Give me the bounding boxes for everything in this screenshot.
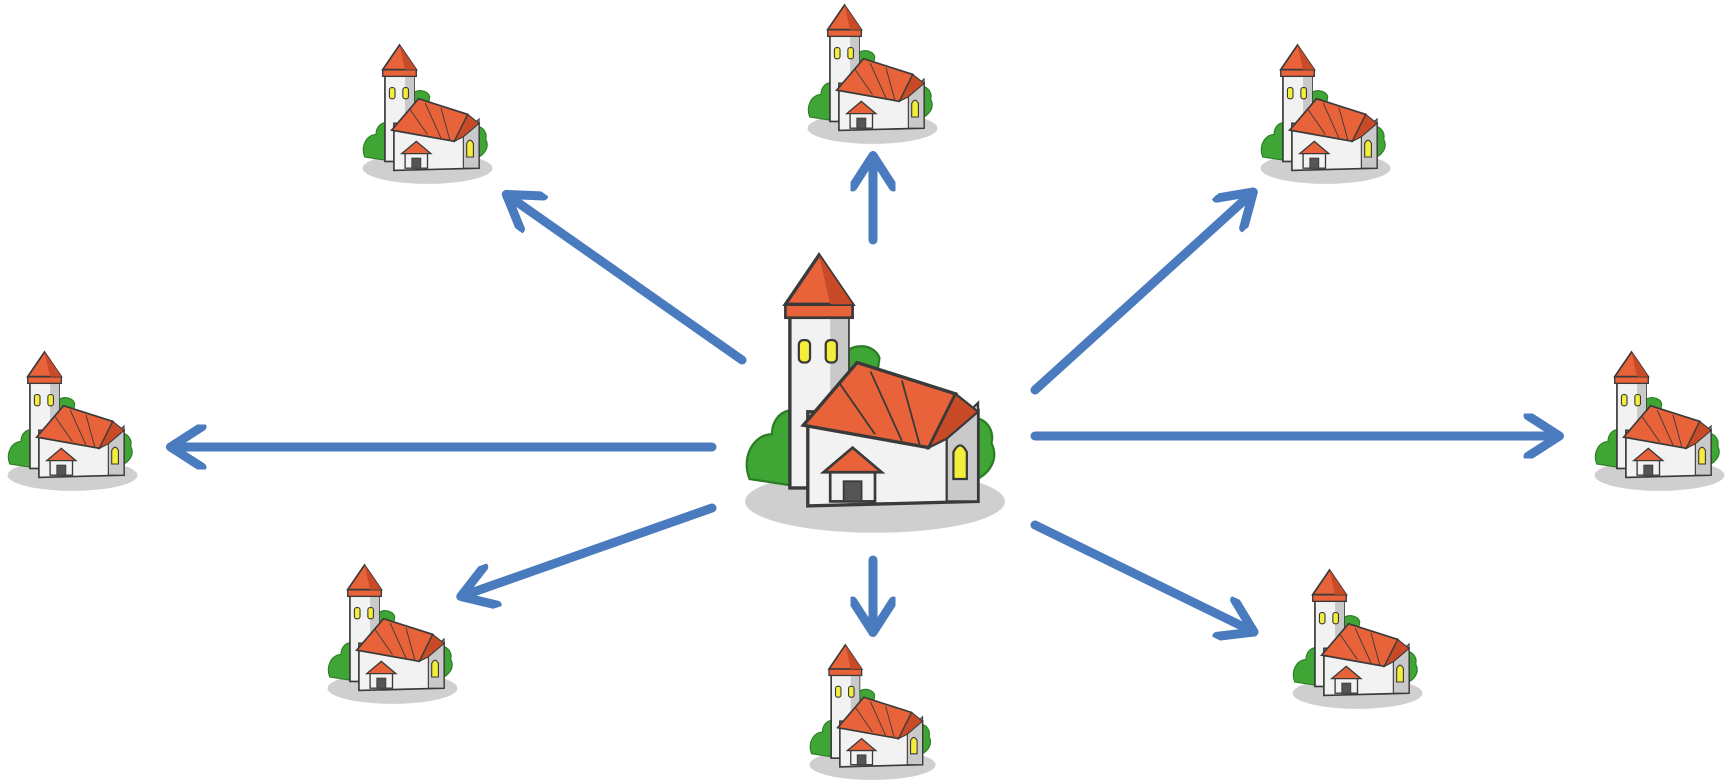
satellite-church-top-right: [1258, 43, 1393, 185]
satellite-church-bottom-left: [325, 563, 460, 705]
church-icon: [809, 643, 936, 780]
church-icon: [1292, 568, 1423, 709]
satellite-church-bottom-right: [1290, 568, 1425, 710]
church-icon: [362, 43, 493, 184]
church-icon: [7, 350, 138, 491]
arrow-to-bottom-left: [465, 503, 717, 595]
satellite-church-right: [1592, 350, 1727, 492]
church-icon: [745, 252, 1005, 533]
satellite-church-left: [5, 350, 140, 492]
church-icon: [807, 3, 938, 144]
church-icon: [327, 563, 458, 704]
satellite-church-bottom: [805, 643, 940, 781]
church-icon: [1594, 350, 1725, 491]
arrow-to-bottom-right: [1030, 520, 1250, 630]
satellite-church-top: [805, 3, 940, 145]
arrow-to-top-left: [510, 197, 747, 365]
hub-church: [740, 252, 1010, 535]
satellite-church-top-left: [360, 43, 495, 185]
church-icon: [1260, 43, 1391, 184]
arrow-to-top-right: [1030, 195, 1250, 395]
